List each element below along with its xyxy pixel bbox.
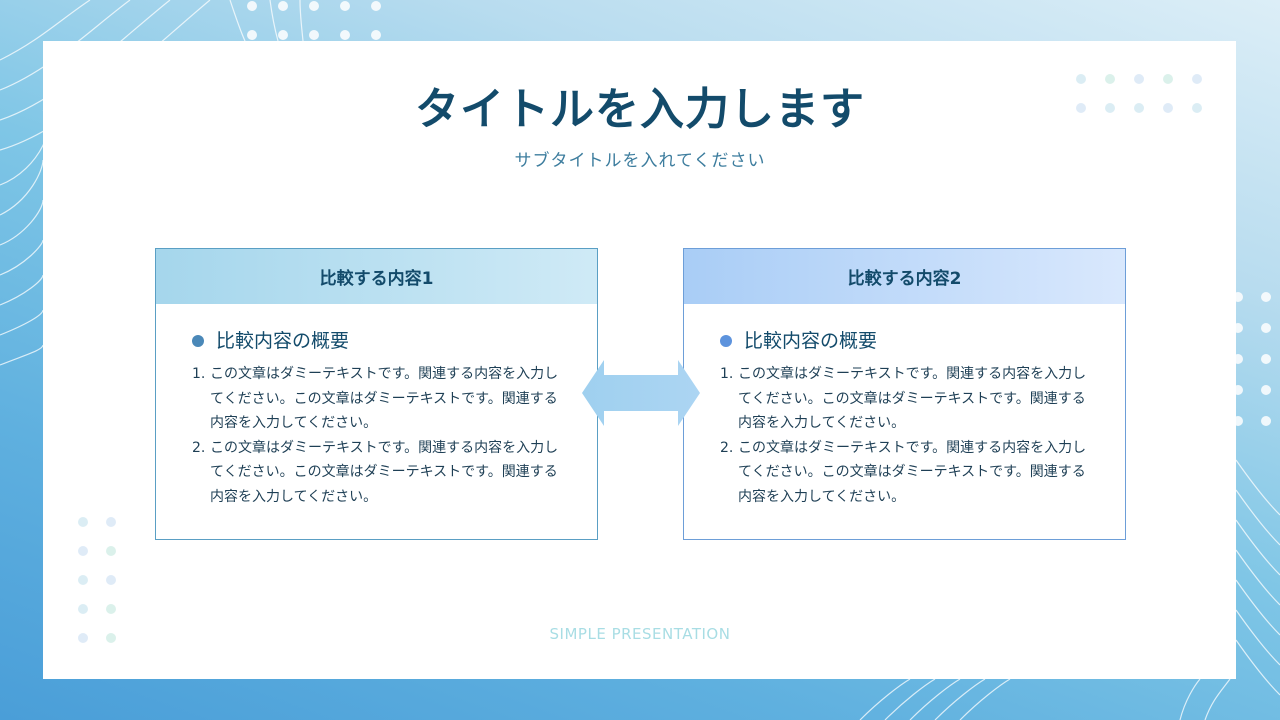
slide-subtitle: サブタイトルを入れてください <box>514 151 766 171</box>
overview-label: 比較内容の概要 <box>744 330 878 352</box>
list-item: 1. この文章はダミーテキストです。関連する内容を入力してください。この文章はダ… <box>192 366 559 431</box>
circle-bullet-icon <box>720 335 732 347</box>
comparison-box-2: 比較する内容2 比較内容の概要 1. この文章はダミーテキストです。関連する内容… <box>683 248 1126 540</box>
comparison-box-1: 比較する内容1 比較内容の概要 1. この文章はダミーテキストです。関連する内容… <box>155 248 598 540</box>
comparison-box-1-heading: 比較する内容1 <box>156 249 597 304</box>
list-item: 2. この文章はダミーテキストです。関連する内容を入力してください。この文章はダ… <box>720 439 1087 505</box>
overview-label: 比較内容の概要 <box>216 330 350 352</box>
list-item: 1. この文章はダミーテキストです。関連する内容を入力してください。この文章はダ… <box>720 366 1087 431</box>
slide-title: タイトルを入力します <box>415 84 865 135</box>
comparison-box-2-heading: 比較する内容2 <box>684 249 1125 304</box>
footer-label: SIMPLE PRESENTATION <box>549 625 731 643</box>
circle-bullet-icon <box>192 335 204 347</box>
double-headed-arrow-icon <box>582 360 700 426</box>
list-item: 2. この文章はダミーテキストです。関連する内容を入力してください。この文章はダ… <box>192 439 559 505</box>
